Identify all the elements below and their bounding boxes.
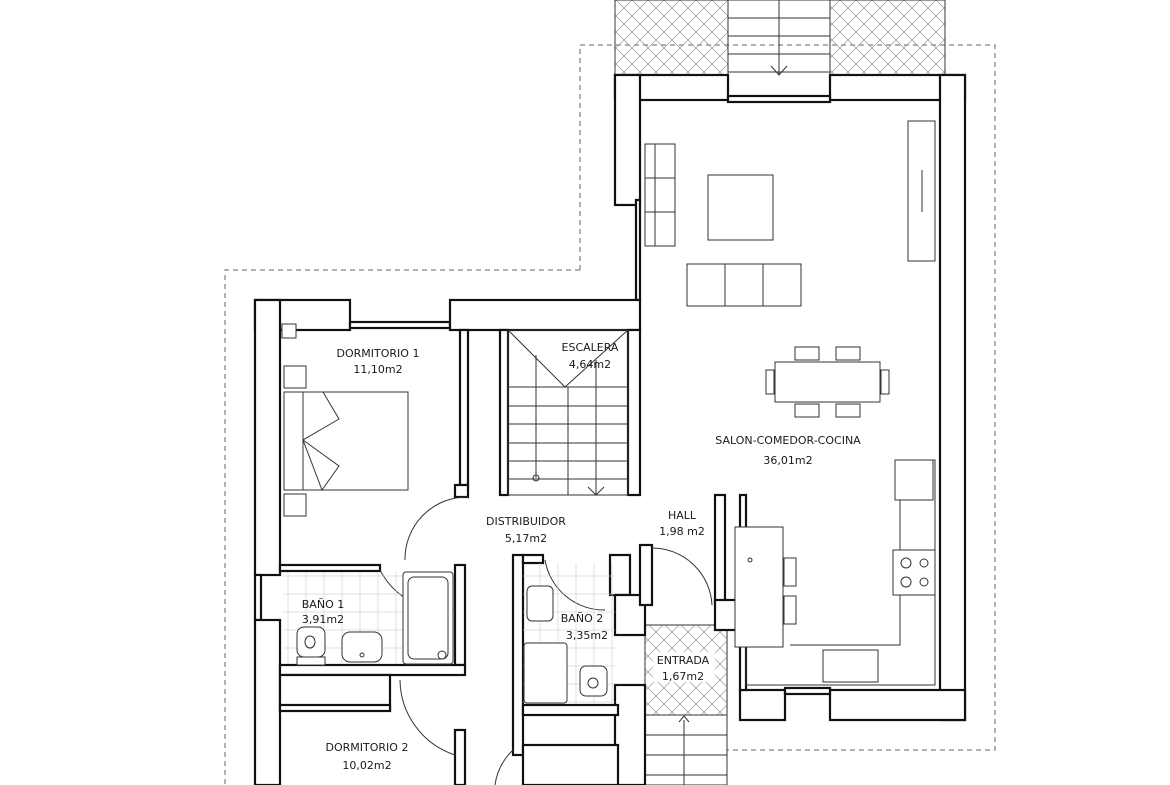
room-area: 4,64m2 xyxy=(569,358,611,371)
room-name: ESCALERA xyxy=(562,341,619,354)
room-name: HALL xyxy=(668,509,697,522)
room-escalera: ESCALERA 4,64m2 xyxy=(562,341,619,371)
room-bano-2: BAÑO 2 3,35m2 xyxy=(561,612,608,642)
exterior-stairs-entrance xyxy=(644,714,728,785)
room-name: DORMITORIO 2 xyxy=(326,741,409,754)
room-name: BAÑO 1 xyxy=(302,598,344,611)
bathroom-2-fixtures xyxy=(523,563,615,704)
room-area: 10,02m2 xyxy=(342,759,391,772)
room-hall: HALL 1,98 m2 xyxy=(659,509,705,538)
bed-dormitorio-1 xyxy=(281,323,409,517)
room-name: DISTRIBUIDOR xyxy=(486,515,566,528)
room-area: 3,91m2 xyxy=(302,613,344,626)
room-distribuidor: DISTRIBUIDOR 5,17m2 xyxy=(486,515,566,545)
room-dormitorio-2: DORMITORIO 2 10,02m2 xyxy=(326,741,409,772)
room-area: 11,10m2 xyxy=(353,363,402,376)
room-salon-comedor-cocina: SALON-COMEDOR-COCINA 36,01m2 xyxy=(712,430,864,467)
room-entrada: ENTRADA 1,67m2 xyxy=(653,652,715,683)
room-name: SALON-COMEDOR-COCINA xyxy=(715,434,861,447)
salon-furniture xyxy=(644,120,936,686)
room-area: 36,01m2 xyxy=(763,454,812,467)
room-area: 5,17m2 xyxy=(505,532,547,545)
room-bano-1: BAÑO 1 3,91m2 xyxy=(302,598,344,626)
plot-boundary xyxy=(224,44,996,785)
interior-stairs xyxy=(507,329,629,496)
bathroom-1-fixtures xyxy=(283,571,454,666)
exterior-stairs-top xyxy=(727,0,831,101)
room-area: 1,67m2 xyxy=(662,670,704,683)
room-area: 1,98 m2 xyxy=(659,525,705,538)
room-name: DORMITORIO 1 xyxy=(337,347,420,360)
room-dormitorio-1: DORMITORIO 1 11,10m2 xyxy=(337,347,420,376)
room-name: ENTRADA xyxy=(657,654,710,667)
walls xyxy=(253,73,967,785)
room-name: BAÑO 2 xyxy=(561,612,603,625)
room-area: 3,35m2 xyxy=(566,629,608,642)
